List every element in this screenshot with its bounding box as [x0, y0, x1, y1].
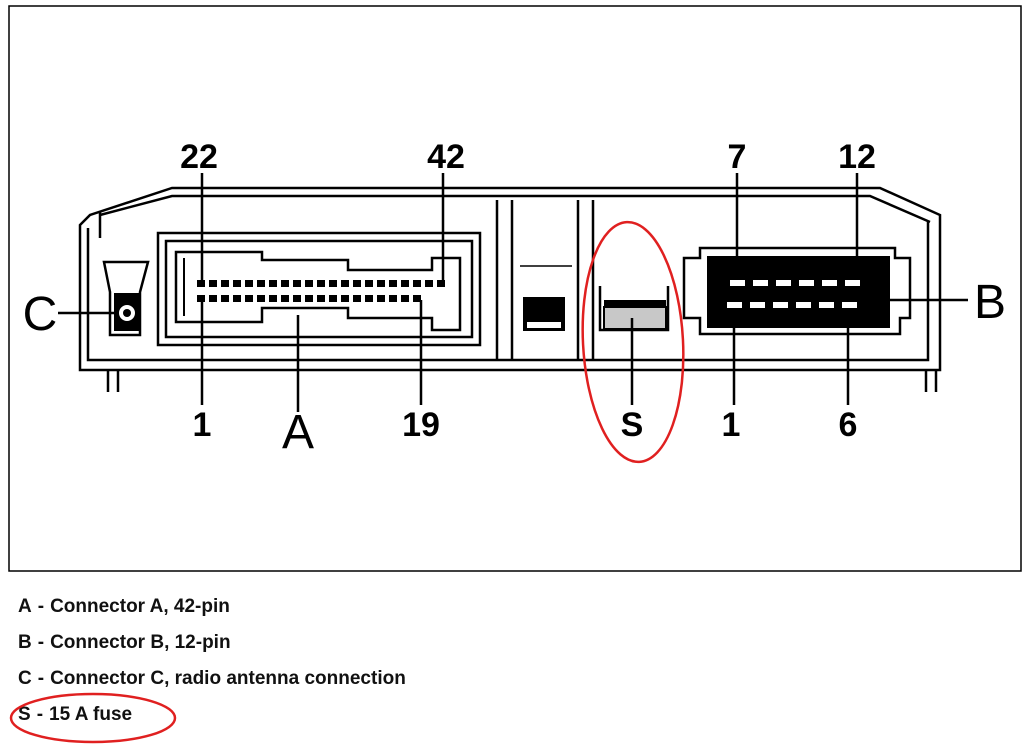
- pin-a-top: [221, 280, 229, 287]
- label-connector-c: C: [23, 288, 58, 341]
- connector-c-socket: [102, 260, 150, 337]
- label-pin-6: 6: [839, 406, 858, 444]
- pin-a-bottom: [317, 295, 325, 302]
- pin-a-bottom: [365, 295, 373, 302]
- label-pin-12: 12: [838, 138, 876, 176]
- pin-b-top: [730, 280, 745, 286]
- pin-b-bottom: [796, 302, 811, 308]
- connector-diagram: 22 42 1 19 A C B S 7 12 1 6: [8, 5, 1022, 572]
- legend-text: Connector B, 12-pin: [50, 632, 231, 653]
- legend: A-Connector A, 42-pin B-Connector B, 12-…: [18, 592, 718, 736]
- pin-a-bottom: [281, 295, 289, 302]
- label-pin-1-b: 1: [722, 406, 741, 444]
- pin-b-top: [845, 280, 860, 286]
- pin-a-bottom: [209, 295, 217, 302]
- pin-a-top: [401, 280, 409, 287]
- pin-a-top: [197, 280, 205, 287]
- legend-item-a: A-Connector A, 42-pin: [18, 592, 718, 628]
- legend-text: Connector C, radio antenna connection: [50, 668, 406, 689]
- legend-key: C: [18, 668, 32, 689]
- pin-b-bottom: [750, 302, 765, 308]
- legend-key: S: [18, 704, 31, 725]
- fuse-highlight-circle: [581, 220, 685, 464]
- pin-a-top: [377, 280, 385, 287]
- pin-a-top: [389, 280, 397, 287]
- pin-a-top: [245, 280, 253, 287]
- pin-a-top: [233, 280, 241, 287]
- pin-a-top: [437, 280, 445, 287]
- connector-b-pins: [727, 280, 860, 308]
- label-connector-b: B: [974, 276, 1006, 329]
- pin-a-top: [413, 280, 421, 287]
- pin-a-top: [341, 280, 349, 287]
- fuse-s: [603, 306, 667, 330]
- connector-a: [156, 231, 482, 347]
- pin-a-top: [329, 280, 337, 287]
- pin-a-bottom: [329, 295, 337, 302]
- connector-a-pins: [197, 280, 445, 302]
- pin-a-bottom: [377, 295, 385, 302]
- connector-b: [682, 246, 912, 336]
- fuse-slot: [598, 286, 670, 332]
- pin-a-bottom: [233, 295, 241, 302]
- pin-a-top: [269, 280, 277, 287]
- pin-a-bottom: [293, 295, 301, 302]
- legend-key: A: [18, 596, 32, 617]
- pin-a-top: [257, 280, 265, 287]
- pin-b-bottom: [819, 302, 834, 308]
- legend-item-s: S-15 A fuse: [18, 700, 718, 736]
- label-pin-22: 22: [180, 138, 218, 176]
- label-pin-42: 42: [427, 138, 465, 176]
- pin-a-bottom: [197, 295, 205, 302]
- pin-a-top: [425, 280, 433, 287]
- label-pin-19: 19: [402, 406, 440, 444]
- pin-a-top: [209, 280, 217, 287]
- pin-a-bottom: [401, 295, 409, 302]
- legend-item-c: C-Connector C, radio antenna connection: [18, 664, 718, 700]
- legend-text: 15 A fuse: [49, 704, 133, 725]
- pin-a-top: [365, 280, 373, 287]
- pin-a-bottom: [413, 295, 421, 302]
- pin-b-bottom: [727, 302, 742, 308]
- pin-a-bottom: [305, 295, 313, 302]
- pin-b-bottom: [773, 302, 788, 308]
- device-housing: [78, 186, 942, 392]
- legend-key: B: [18, 632, 32, 653]
- pin-a-bottom: [257, 295, 265, 302]
- pin-a-top: [293, 280, 301, 287]
- legend-text: Connector A, 42-pin: [50, 596, 230, 617]
- pin-b-top: [753, 280, 768, 286]
- pin-a-bottom: [221, 295, 229, 302]
- label-pin-1-a: 1: [193, 406, 212, 444]
- pin-a-top: [317, 280, 325, 287]
- pin-a-bottom: [269, 295, 277, 302]
- label-fuse-s: S: [621, 406, 644, 444]
- leader-lines: [58, 173, 968, 412]
- pin-b-top: [822, 280, 837, 286]
- pin-b-top: [799, 280, 814, 286]
- label-pin-7: 7: [728, 138, 747, 176]
- label-connector-a: A: [282, 406, 314, 459]
- pin-a-bottom: [341, 295, 349, 302]
- pin-b-top: [776, 280, 791, 286]
- pin-a-bottom: [389, 295, 397, 302]
- pin-a-bottom: [245, 295, 253, 302]
- pin-b-bottom: [842, 302, 857, 308]
- pin-a-top: [305, 280, 313, 287]
- diagram-border: [8, 5, 1022, 572]
- pin-a-top: [353, 280, 361, 287]
- legend-item-b: B-Connector B, 12-pin: [18, 628, 718, 664]
- pin-a-top: [281, 280, 289, 287]
- pin-a-bottom: [353, 295, 361, 302]
